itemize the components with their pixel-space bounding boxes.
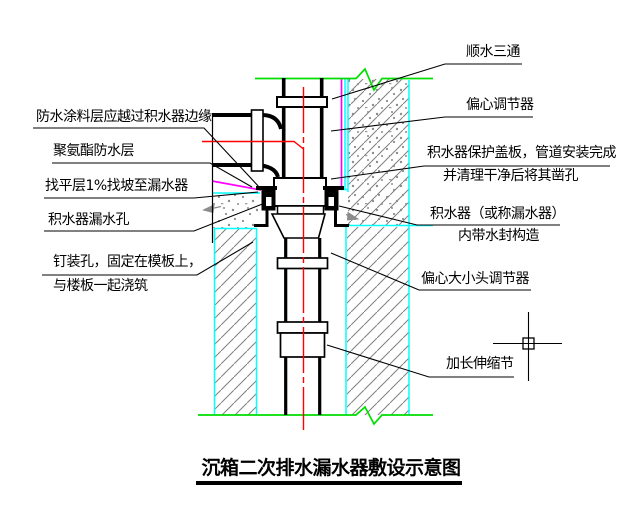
expansion-joint-ring (276, 321, 329, 334)
mounting-hook-right (334, 210, 349, 227)
callout-collector-leak-hole: 积水器漏水孔 (48, 212, 130, 228)
drawing-title-underline (196, 481, 462, 485)
branch-pipe (212, 109, 283, 178)
callout-extended-expansion-joint: 加长伸缩节 (446, 356, 514, 372)
cad-crosshair-cursor-icon (493, 312, 562, 381)
callout-eccentric-reducer-adjuster: 偏心大小头调节器 (421, 271, 530, 287)
screed-layer (213, 194, 258, 228)
branch-centerline (202, 140, 304, 150)
pipe-centerlines (202, 87, 305, 430)
lower-drain-pipe (276, 238, 329, 415)
branch-coupling (250, 109, 264, 172)
left-slab-hatch (215, 228, 257, 415)
eccentric-reducer (270, 205, 327, 239)
leak-collector (254, 177, 349, 227)
callout-eccentric-adjuster: 偏心调节器 (466, 97, 534, 113)
callout-polyurethane-waterproof-layer: 聚氨酯防水层 (53, 143, 135, 159)
callout-straight-tee: 顺水三通 (466, 44, 521, 60)
right-slab-hatch (347, 227, 409, 415)
callout-waterproof-coating-over-collector: 防水涂料层应越过积水器边缘 (36, 109, 212, 125)
callout-nail-hole-fix-formwork: 钉装孔，固定在模板上， (53, 254, 202, 270)
slope-arrows (202, 204, 360, 221)
drawing-title: 沉箱二次排水漏水器敷设示意图 (201, 457, 461, 479)
slab-outline-cyan-lines (213, 78, 433, 415)
expansion-joint-body (279, 332, 326, 358)
pickbox (522, 337, 535, 350)
leak-hole-right (328, 197, 334, 206)
main-drain-pipe (276, 78, 328, 178)
leak-hole-left (266, 197, 272, 206)
collector-body (273, 177, 327, 207)
ground-break-lines (198, 67, 433, 426)
callout-leader-lines (33, 63, 610, 378)
callout-water-collector-line1: 积水器（或称漏水器） (430, 206, 566, 222)
callout-water-collector-line2: 内带水封构造 (458, 228, 540, 244)
callout-collector-cover-plate-line2: 并清理干净后将其凿孔 (443, 168, 579, 184)
ground-line-top (255, 67, 433, 92)
callout-screed-slope-to-drain: 找平层1%找坡至漏水器 (45, 178, 188, 194)
callout-collector-cover-plate-line1: 积水器保护盖板，管道安装完成 (427, 145, 617, 161)
pipe-coupling-ring (276, 257, 329, 270)
ground-line-bottom (198, 405, 433, 426)
drawing-title-block: 沉箱二次排水漏水器敷设示意图 (186, 453, 476, 480)
tee-socket-hub (276, 96, 328, 108)
right-wall-concrete-hatch (348, 79, 409, 225)
callout-cast-with-slab: 与楼板一起浇筑 (53, 278, 148, 294)
mounting-hook-left (254, 210, 269, 227)
